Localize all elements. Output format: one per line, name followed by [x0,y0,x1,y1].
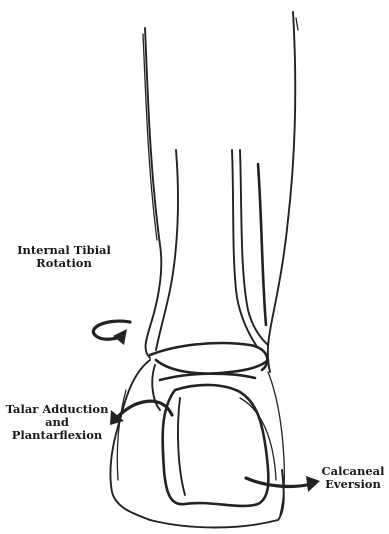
calcaneus-outline [163,385,269,506]
leg-outline [143,12,298,372]
label-talar-adduction-plantarflexion: Talar Adduction and Plantarflexion [0,403,114,442]
label-calcaneal-eversion: Calcaneal Eversion [320,465,386,491]
label-internal-tibial-rotation: Internal Tibial Rotation [9,244,119,270]
tendons [156,150,268,350]
internal-tibial-rotation-arrow [93,321,130,345]
